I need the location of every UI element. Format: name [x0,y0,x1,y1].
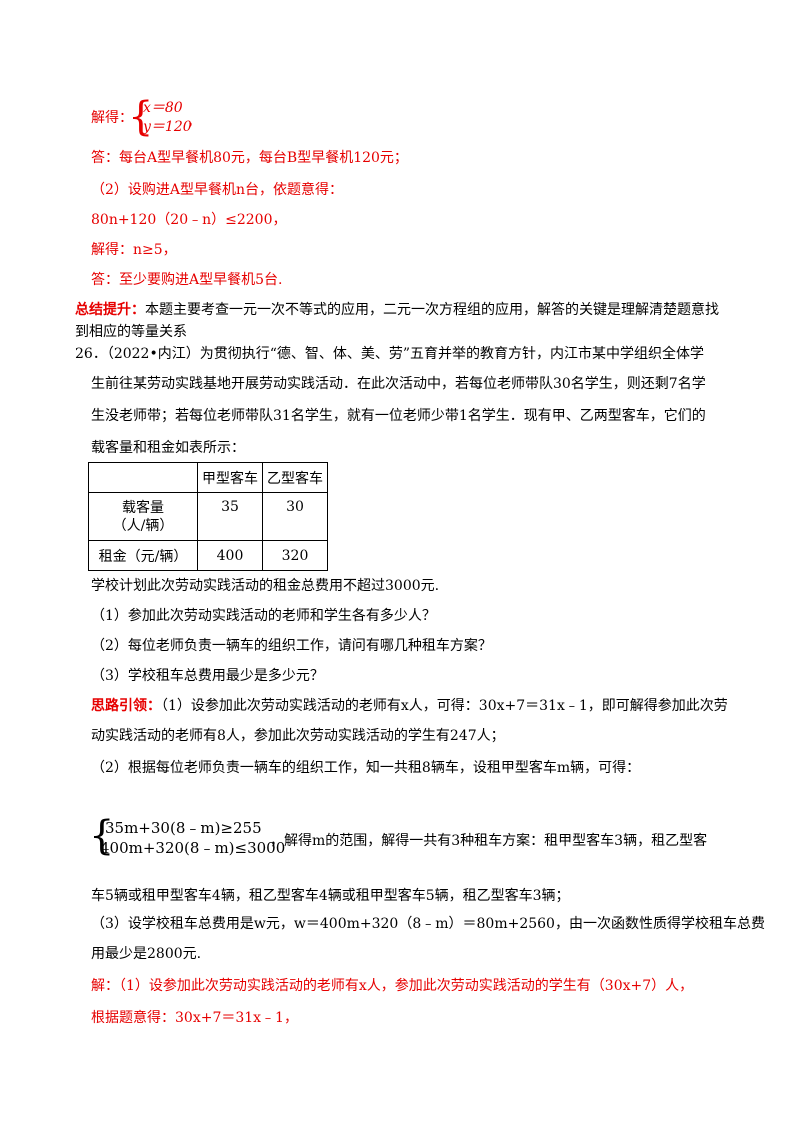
problem-26-line-3: 生没老师带；若每位老师带队31名学生，就有一位老师少带1名学生．现有甲、乙两型客… [91,408,706,424]
capacity-label: 载客量 [122,500,164,516]
solution-26-line-1: 解：（1）设参加此次劳动实践活动的老师有x人，参加此次劳动实践活动的学生有（30… [91,978,694,994]
hint-label: 思路引领： [91,698,161,714]
inequality-1: 35m+30(8﹣m)≥255 [105,819,262,837]
solution-26-line-2: 根据题意得：30x+7＝31x﹣1， [91,1010,298,1026]
question-2: （2）每位老师负责一辆车的组织工作，请问有哪几种租车方案？ [91,638,492,654]
table-header-empty [88,462,198,493]
summary-label: 总结提升： [75,302,145,318]
part2-setup: （2）设购进A型早餐机n台，依题意得： [91,182,344,198]
hint-line-6: 用最少是2800元. [91,946,202,962]
hint-line-2: 动实践活动的老师有8人，参加此次劳动实践活动的学生有247人； [91,728,505,744]
problem-26-line-2: 生前往某劳动实践基地开展劳动实践活动．在此次活动中，若每位老师带队30名学生，则… [91,376,706,392]
budget-statement: 学校计划此次劳动实践活动的租金总费用不超过3000元. [91,578,440,594]
table-header-type-b: 乙型客车 [262,462,328,493]
summary-text-1: 本题主要考查一元一次不等式的应用，二元一次方程组的应用，解答的关键是理解清楚题意… [145,302,719,318]
capacity-unit: （人/辆） [112,518,174,534]
question-1: （1）参加此次劳动实践活动的老师和学生各有多少人？ [91,608,436,624]
table-row: 载客量 （人/辆） 35 30 [88,492,328,541]
part2-answer: 答：至少要购进A型早餐机5台. [91,272,283,288]
equation-y: y＝120 [143,119,192,135]
table-cell-capacity-label: 载客量 （人/辆） [88,492,198,541]
question-3: （3）学校租车总费用最少是多少元？ [91,668,324,684]
answer-part1: 答：每台A型早餐机80元，每台B型早餐机120元； [91,150,408,166]
hint-text-1: （1）设参加此次劳动实践活动的老师有x人，可得：30x+7＝31x﹣1，即可解得… [161,698,728,714]
problem-26-line-1: 26．（2022•内江）为贯彻执行“德、智、体、美、劳”五育并举的教育方针，内江… [75,346,705,362]
table-cell-capacity-a: 35 [197,492,263,541]
problem-26-line-4: 载客量和租金如表所示： [91,440,245,456]
part2-solve: 解得：n≥5， [91,242,177,258]
summary-line-2: 到相应的等量关系 [75,324,187,340]
inequality-2: 400m+320(8﹣m)≤3000 [100,839,286,857]
table-cell-capacity-b: 30 [262,492,328,541]
table-cell-rent-b: 320 [262,540,328,571]
hint-system-after: ，解得m的范围，解得一共有3种租车方案：租甲型客车3辆，租乙型客 [270,833,708,849]
equation-comma: ， [187,114,201,130]
hint-line-3: （2）根据每位老师负责一辆车的组织工作，知一共租8辆车，设租甲型客车m辆，可得： [91,760,641,776]
table-header-row: 甲型客车 乙型客车 [88,462,328,493]
table-cell-rent-a: 400 [197,540,263,571]
part2-inequality: 80n+120（20﹣n）≤2200， [91,212,287,228]
hint-line-1: 思路引领：（1）设参加此次劳动实践活动的老师有x人，可得：30x+7＝31x﹣1… [91,696,728,716]
bus-info-table: 甲型客车 乙型客车 载客量 （人/辆） 35 30 租金（元/辆） 400 32… [88,462,328,571]
hint-line-5: （3）设学校租车总费用是w元，w＝400m+320（8﹣m）＝80m+2560，… [91,916,765,932]
table-header-type-a: 甲型客车 [197,462,263,493]
summary-line-1: 总结提升：本题主要考查一元一次不等式的应用，二元一次方程组的应用，解答的关键是理… [75,300,719,320]
table-row: 租金（元/辆） 400 320 [88,540,328,571]
solve-label: 解得： [91,110,133,126]
table-cell-rent-label: 租金（元/辆） [88,540,198,571]
hint-line-4: 车5辆或租甲型客车4辆，租乙型客车4辆或租甲型客车5辆，租乙型客车3辆； [91,888,570,904]
system-brace: { [128,94,154,140]
inequality-system-brace: { [89,813,115,859]
equation-x: x＝80 [143,100,183,116]
